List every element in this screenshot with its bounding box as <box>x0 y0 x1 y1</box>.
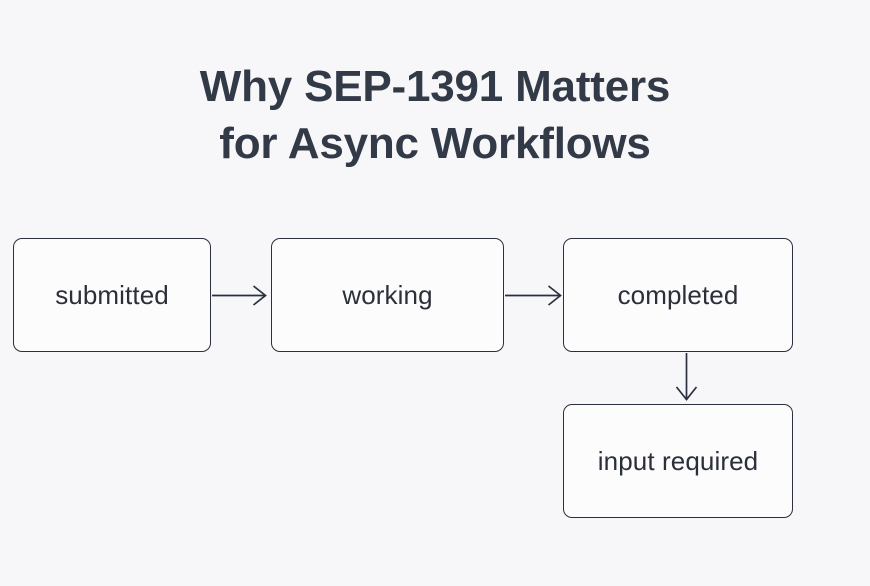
flow-node-label: input required <box>597 446 759 476</box>
flow-arrow-completed-to-input-required <box>675 353 698 401</box>
flow-node-input-required[interactable]: input required <box>563 404 793 518</box>
flow-node-completed[interactable]: completed <box>563 238 793 352</box>
flow-node-label: submitted <box>55 280 169 310</box>
flow-arrow-working-to-completed <box>505 285 562 306</box>
flow-arrow-submitted-to-working <box>212 285 267 306</box>
flow-node-working[interactable]: working <box>271 238 504 352</box>
flow-node-submitted[interactable]: submitted <box>13 238 211 352</box>
page-title-line-2: for Async Workflows <box>219 119 651 168</box>
page-title: Why SEP-1391 Matters for Async Workflows <box>0 58 870 172</box>
page-title-line-1: Why SEP-1391 Matters <box>199 62 671 111</box>
flow-node-label: working <box>342 280 433 310</box>
flow-node-label: completed <box>617 280 739 310</box>
